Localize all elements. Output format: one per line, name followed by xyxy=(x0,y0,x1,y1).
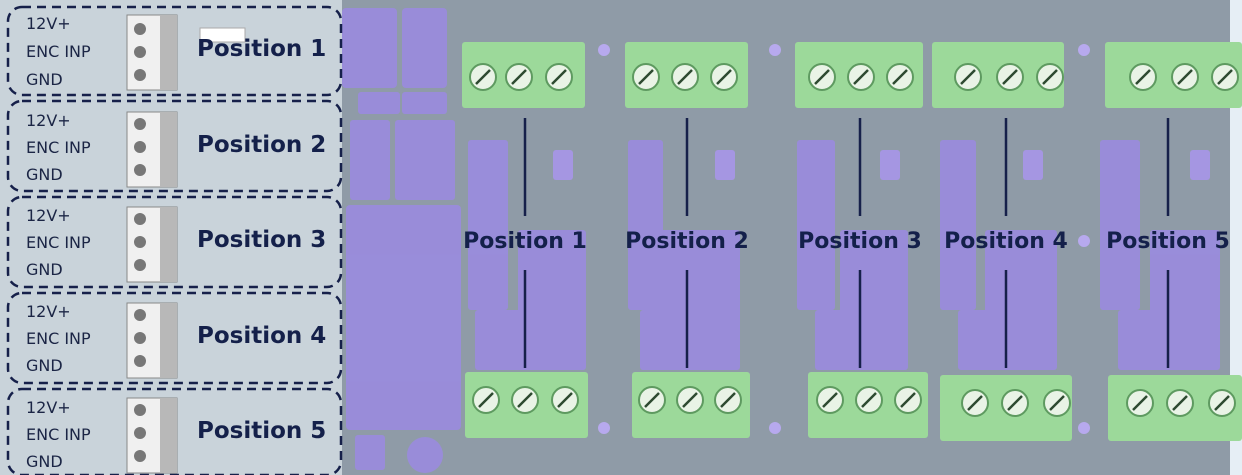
left-connector-4 xyxy=(126,302,178,379)
left-position-label-4: Position 4 xyxy=(197,323,327,349)
top-terminal-blocks xyxy=(462,42,1242,108)
dashed-position-boxes xyxy=(6,5,343,475)
component-overlays xyxy=(342,8,461,473)
pin-label-enc-inp-2: ENC INP xyxy=(26,138,91,157)
terminal-block-top-3 xyxy=(795,42,923,108)
channel-components xyxy=(468,140,1220,370)
left-position-label-1: Position 1 xyxy=(197,36,327,62)
channel-position-label-3: Position 3 xyxy=(798,229,922,254)
channel-position-label-4: Position 4 xyxy=(944,229,1068,254)
pin-label-enc-inp-4: ENC INP xyxy=(26,329,91,348)
small-parts xyxy=(553,150,1210,180)
pin-label-gnd-2: GND xyxy=(26,165,63,184)
left-connector-3 xyxy=(126,206,178,283)
left-position-label-5: Position 5 xyxy=(197,418,327,444)
terminal-block-bottom-4 xyxy=(940,375,1072,441)
left-position-label-2: Position 2 xyxy=(197,132,327,158)
left-connectors xyxy=(126,14,178,474)
pin-label-12v-5: 12V+ xyxy=(26,398,71,417)
terminal-block-top-4 xyxy=(932,42,1064,108)
left-connector-5 xyxy=(126,397,178,474)
jumper-header xyxy=(199,27,246,43)
pin-label-enc-inp-1: ENC INP xyxy=(26,42,91,61)
terminal-block-top-1 xyxy=(462,42,585,108)
terminal-block-top-2 xyxy=(625,42,748,108)
pin-label-12v-1: 12V+ xyxy=(26,14,71,33)
pin-label-12v-3: 12V+ xyxy=(26,206,71,225)
terminal-block-bottom-3 xyxy=(808,372,928,438)
pin-label-gnd-5: GND xyxy=(26,452,63,471)
pin-label-gnd-3: GND xyxy=(26,260,63,279)
terminal-block-top-5 xyxy=(1105,42,1242,108)
terminal-block-bottom-1 xyxy=(465,372,588,438)
channel-position-label-2: Position 2 xyxy=(625,229,749,254)
bottom-terminal-blocks xyxy=(465,372,1242,441)
channel-connector-lines xyxy=(523,118,1170,368)
left-connector-1 xyxy=(126,14,178,91)
left-position-label-3: Position 3 xyxy=(197,227,327,253)
mounting-holes xyxy=(598,44,1090,434)
left-connector-2 xyxy=(126,111,178,188)
pin-label-gnd-1: GND xyxy=(26,70,63,89)
channel-position-label-1: Position 1 xyxy=(463,229,587,254)
pin-label-enc-inp-3: ENC INP xyxy=(26,233,91,252)
pin-label-gnd-4: GND xyxy=(26,356,63,375)
pin-label-12v-4: 12V+ xyxy=(26,302,71,321)
channel-position-label-5: Position 5 xyxy=(1106,229,1230,254)
terminal-block-bottom-5 xyxy=(1108,375,1242,441)
pin-label-enc-inp-5: ENC INP xyxy=(26,425,91,444)
pin-label-12v-2: 12V+ xyxy=(26,111,71,130)
terminal-block-bottom-2 xyxy=(632,372,750,438)
